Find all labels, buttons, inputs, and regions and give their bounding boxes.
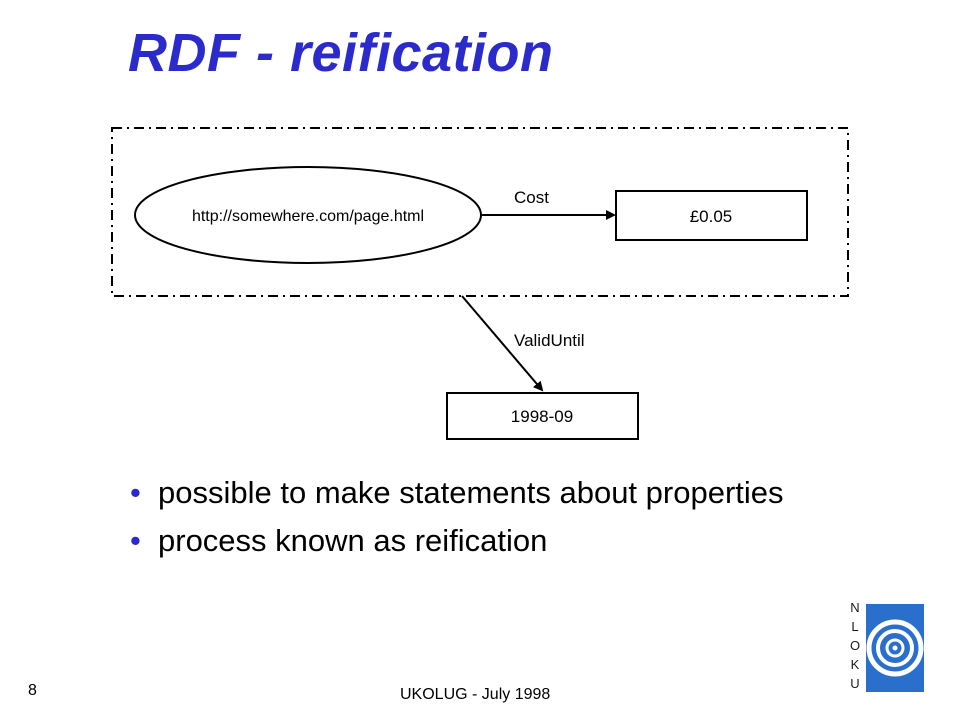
bullet-dot: • (130, 523, 141, 558)
value-node (615, 190, 808, 241)
ukoln-logo: N L O K U (850, 600, 924, 692)
slide-title: RDF - reification (128, 23, 554, 83)
bullet-text: possible to make statements about proper… (158, 475, 784, 510)
validuntil-arrow (461, 295, 544, 392)
logo-letter: K (851, 657, 860, 672)
logo-letter: L (851, 619, 858, 634)
logo-letter: U (850, 676, 859, 691)
bullet-item: • possible to make statements about prop… (130, 474, 830, 512)
resource-label: http://somewhere.com/page.html (192, 208, 424, 225)
statement-boundary (111, 127, 849, 297)
validuntil-label: ValidUntil (514, 331, 585, 350)
ukoln-emblem-icon (866, 604, 924, 692)
page-number: 8 (28, 682, 37, 699)
reified-value-node (446, 392, 639, 440)
cost-label: Cost (514, 188, 549, 207)
logo-letter: N (850, 600, 859, 615)
bullet-item: • process known as reification (130, 522, 830, 560)
bullet-list: • possible to make statements about prop… (130, 474, 830, 570)
reified-value-label: 1998-09 (511, 407, 573, 426)
bullet-text: process known as reification (158, 523, 548, 558)
logo-letter: O (850, 638, 860, 653)
bullet-dot: • (130, 475, 141, 510)
slide-footer: UKOLUG - July 1998 (400, 686, 551, 703)
ukoln-letters: N L O K U (850, 600, 860, 691)
value-label: £0.05 (690, 207, 733, 226)
